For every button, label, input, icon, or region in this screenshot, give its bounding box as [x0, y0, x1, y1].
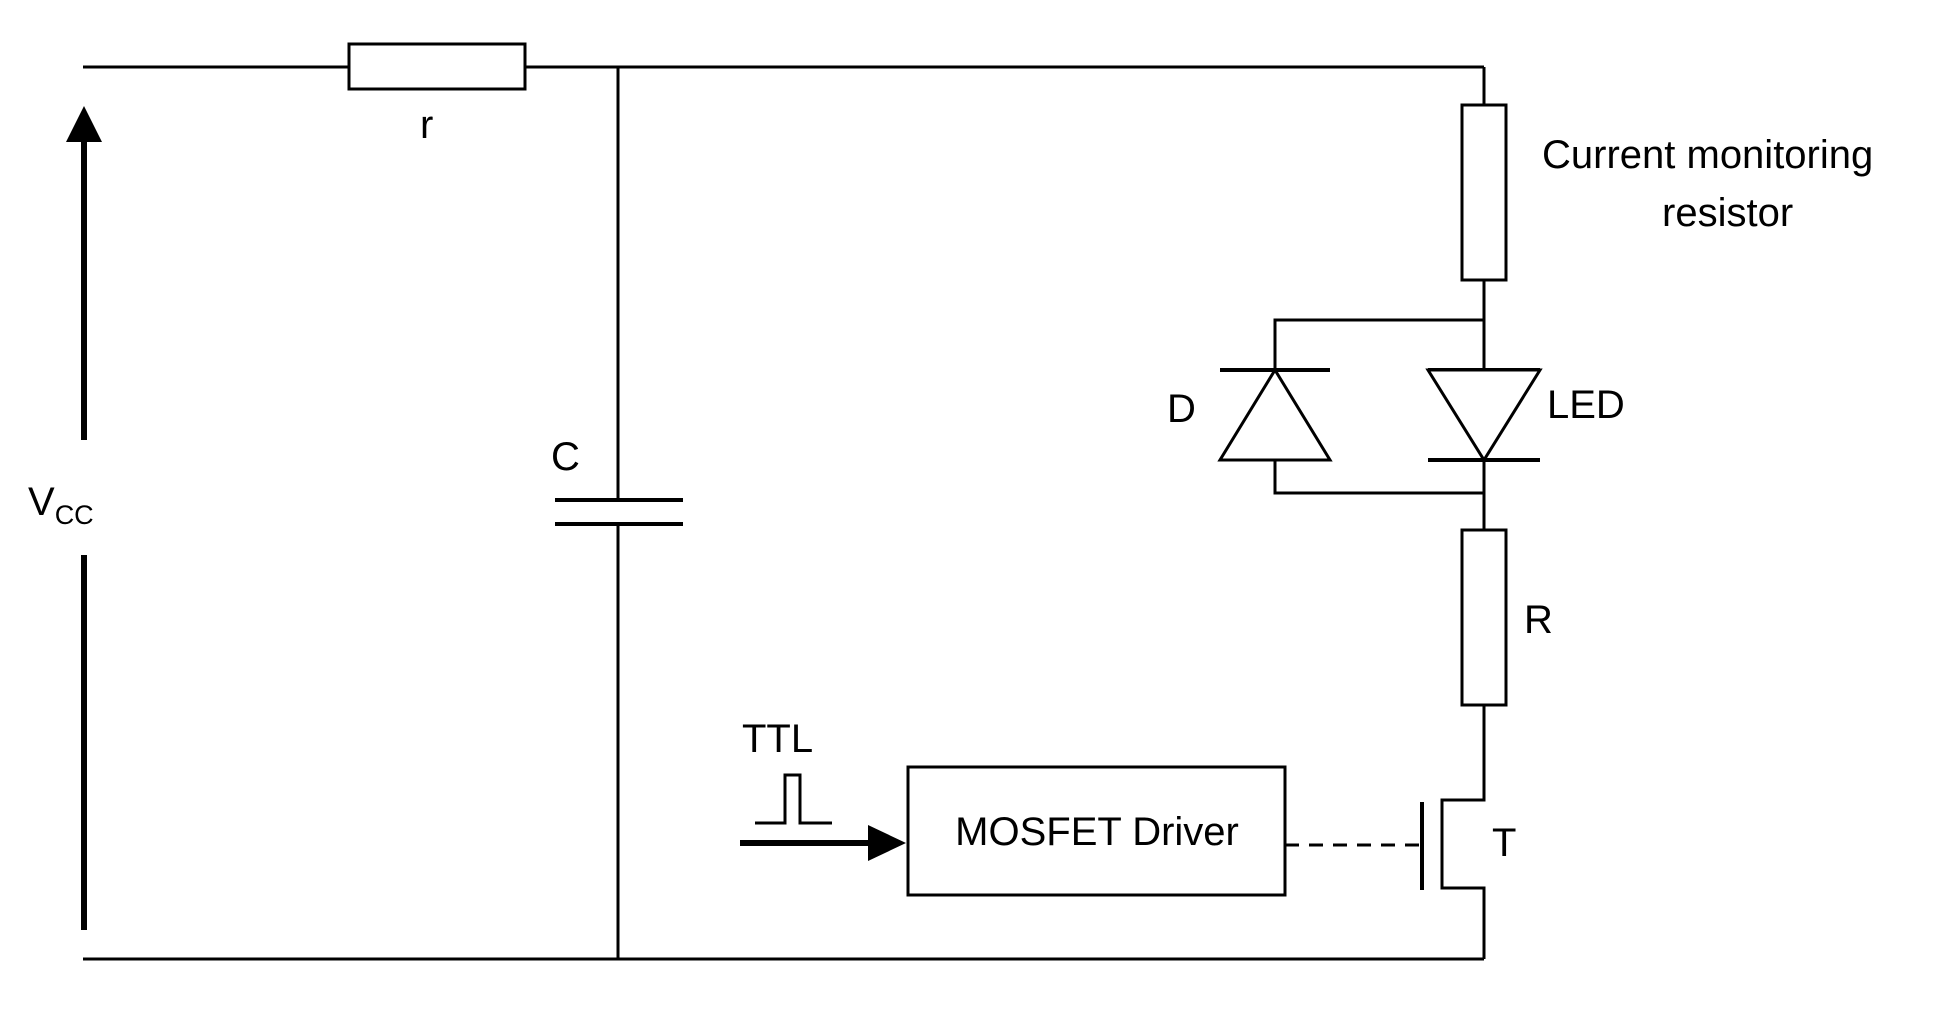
label-d: D: [1167, 387, 1196, 431]
label-vcc: VCC: [28, 480, 94, 530]
ttl-pulse-icon: [755, 773, 832, 825]
label-current-monitoring-line2: resistor: [1662, 191, 1793, 235]
mosfet-channel: [1440, 705, 1486, 959]
ttl-input-arrow-head: [868, 825, 906, 861]
current-monitoring-resistor: [1460, 103, 1508, 282]
resistor-r: [347, 42, 527, 91]
label-current-monitoring-line1: Current monitoring: [1542, 133, 1873, 177]
label-led: LED: [1547, 383, 1625, 427]
led-triangle: [1425, 368, 1543, 463]
label-c: C: [551, 435, 580, 479]
label-t: T: [1492, 821, 1516, 865]
label-big-r: R: [1524, 598, 1553, 642]
diode-d-wire-bottom: [1273, 460, 1484, 495]
vcc-arrow-head: [66, 106, 102, 142]
resistor-big-r: [1460, 528, 1508, 707]
label-ttl: TTL: [742, 717, 813, 761]
diode-d-wire-top: [1273, 318, 1484, 370]
label-r: r: [420, 103, 433, 147]
label-mosfet-driver: MOSFET Driver: [955, 810, 1239, 854]
mosfet-driver-box: [906, 765, 1287, 897]
diode-d-triangle: [1217, 367, 1333, 462]
